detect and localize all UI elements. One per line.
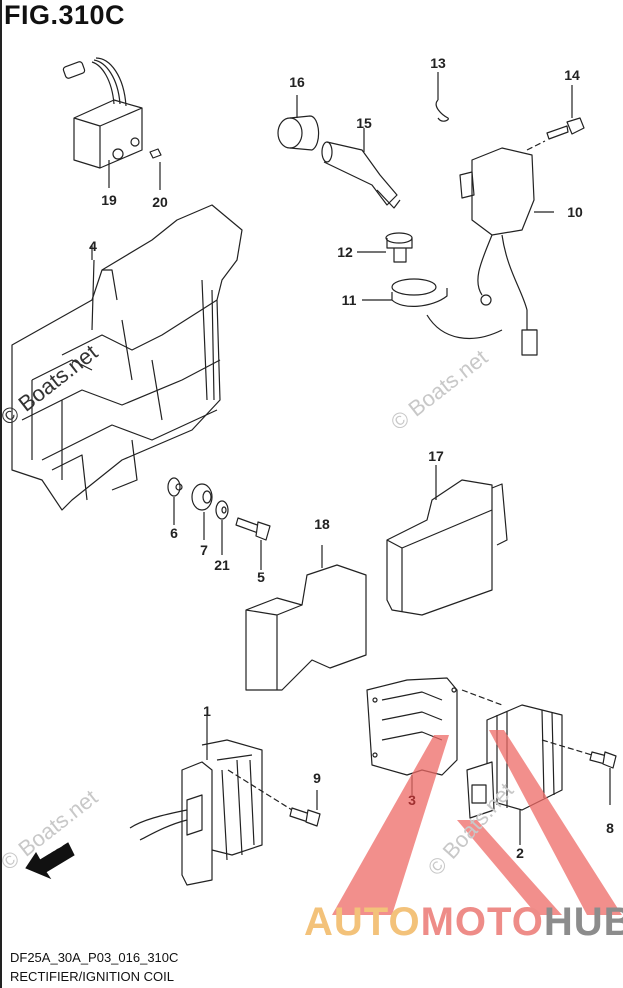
part-label-20[interactable]: 20: [152, 194, 168, 210]
part-5-bolt-drawing: [235, 517, 271, 570]
part-label-15[interactable]: 15: [356, 115, 372, 131]
part-label-16[interactable]: 16: [289, 74, 305, 90]
part-11-grommet-drawing: [362, 278, 448, 307]
figure-caption: RECTIFIER/IGNITION COIL: [10, 969, 174, 984]
brand-triangle-logo: [332, 730, 622, 915]
part-2-regulator-drawing: [466, 704, 593, 845]
part-14-bolt-drawing: [526, 85, 585, 151]
part-label-18[interactable]: 18: [314, 516, 330, 532]
part-1-rectifier-drawing: [129, 715, 293, 886]
brand-auto: AUTO: [304, 900, 421, 944]
part-label-13[interactable]: 13: [430, 55, 446, 71]
part-label-2[interactable]: 2: [516, 845, 524, 861]
part-label-8[interactable]: 8: [606, 820, 614, 836]
part-18-cushion-drawing: [245, 545, 367, 691]
part-8-bolt-drawing: [589, 751, 617, 805]
part-label-5[interactable]: 5: [257, 569, 265, 585]
part-label-10[interactable]: 10: [567, 204, 583, 220]
part-12-grommet-drawing: [357, 232, 413, 263]
part-label-12[interactable]: 12: [337, 244, 353, 260]
figure-title: FIG.310C: [4, 0, 126, 30]
part-label-21[interactable]: 21: [214, 557, 230, 573]
part-label-11[interactable]: 11: [341, 292, 357, 308]
part-label-4[interactable]: 4: [89, 238, 97, 254]
part-label-19[interactable]: 19: [101, 192, 117, 208]
part-15-plug-cap-drawing: [321, 128, 401, 209]
part-4-case-drawing: [11, 204, 243, 511]
part-label-14[interactable]: 14: [564, 67, 580, 83]
part-label-6[interactable]: 6: [170, 525, 178, 541]
part-7-cushion-drawing: [191, 483, 213, 540]
brand-logo-text: AUTOMOTOHUB: [304, 900, 623, 945]
figure-code: DF25A_30A_P03_016_310C: [10, 950, 179, 965]
part-label-3[interactable]: 3: [408, 792, 416, 808]
part-label-17[interactable]: 17: [428, 448, 444, 464]
part-19-relay-drawing: [62, 57, 162, 190]
part-9-bolt-drawing: [289, 790, 321, 827]
part-label-1[interactable]: 1: [203, 703, 211, 719]
brand-hub: HUB: [543, 900, 623, 944]
brand-moto: MOTO: [420, 900, 544, 944]
part-21-washer-drawing: [215, 500, 229, 555]
part-17-cdi-unit-drawing: [386, 465, 508, 616]
part-13-clip-drawing: [435, 72, 449, 122]
part-6-bushing-drawing: [167, 477, 183, 525]
part-label-7[interactable]: 7: [200, 542, 208, 558]
part-10-ignition-coil-drawing: [426, 147, 554, 356]
fwd-arrow-icon: [25, 842, 75, 880]
part-16-cover-drawing: [277, 95, 320, 151]
part-label-9[interactable]: 9: [313, 770, 321, 786]
